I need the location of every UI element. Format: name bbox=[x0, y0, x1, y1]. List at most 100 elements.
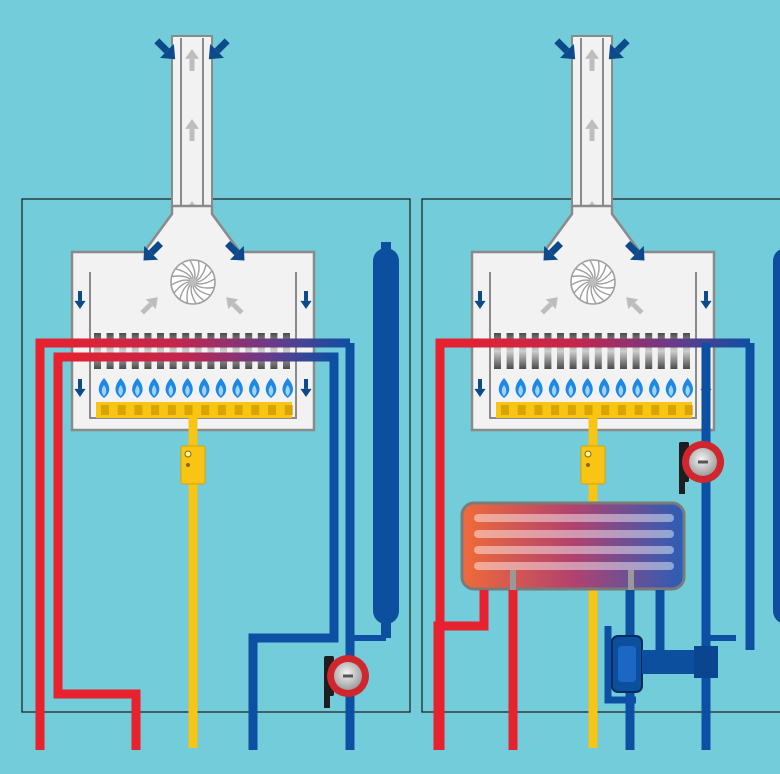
burner-nozzle bbox=[117, 405, 126, 415]
side-air-arrow-right-0 bbox=[300, 291, 312, 309]
gas-valve-icon bbox=[180, 445, 206, 485]
burner-flame-icon bbox=[96, 378, 293, 418]
flue-gas-up-arrow-1-head bbox=[185, 119, 199, 129]
side-air-arrow-right-0-head bbox=[700, 300, 712, 309]
burner-flame bbox=[232, 378, 243, 398]
heat-exchanger-fin bbox=[632, 333, 640, 369]
air-intake-arrow-right bbox=[608, 38, 630, 60]
burner-flame bbox=[682, 378, 693, 398]
heat-exchanger-fin bbox=[94, 333, 101, 369]
burner-flame-inner bbox=[185, 385, 190, 396]
burner-nozzle bbox=[251, 405, 260, 415]
flue-gas-arrow-left bbox=[140, 297, 158, 315]
flue-gas-up-arrow-0-head bbox=[585, 49, 599, 59]
circulation-pump-icon-base bbox=[324, 694, 330, 708]
flue-gas-up-arrow-1-shaft bbox=[189, 128, 195, 141]
plate-heat-exchanger-body bbox=[460, 501, 686, 591]
burner-flame-inner bbox=[585, 385, 590, 396]
side-air-arrow-left-0-head bbox=[74, 300, 86, 309]
diverter-bypass-pipe bbox=[604, 626, 636, 704]
heat-exchanger-fin bbox=[220, 333, 227, 369]
burner-flame-inner bbox=[685, 385, 690, 396]
flue-gas-up-arrow-0 bbox=[185, 49, 199, 71]
side-air-arrow-left-0-shaft bbox=[78, 291, 82, 301]
burner-flame bbox=[498, 378, 510, 398]
burner-flame-inner bbox=[285, 385, 290, 396]
expansion-vessel-neck bbox=[381, 622, 391, 638]
side-air-arrow-left-0-shaft bbox=[478, 291, 482, 301]
burner-flame bbox=[598, 378, 610, 398]
side-air-arrow-left-0-head bbox=[474, 300, 486, 309]
burner-flame-inner bbox=[501, 385, 507, 396]
air-flow-arrow-left bbox=[143, 241, 163, 261]
flue-gas-up-arrow-1 bbox=[585, 119, 599, 141]
hot-water-pipe bbox=[53, 357, 141, 750]
burner-flame bbox=[565, 378, 577, 398]
side-air-arrow-right-1 bbox=[300, 379, 312, 397]
flue-gas-arrow-left bbox=[540, 297, 558, 315]
plate-heat-exchanger-bracket-right bbox=[628, 570, 634, 590]
burner-flame bbox=[98, 378, 110, 398]
heat-exchanger-fins bbox=[494, 333, 690, 369]
burner-nozzle bbox=[134, 405, 143, 415]
expansion-vessel-cap bbox=[381, 242, 391, 250]
circulation-pump-icon-front-base bbox=[679, 480, 685, 494]
heat-exchanger-fin bbox=[257, 333, 265, 369]
burner-flame-inner bbox=[568, 385, 574, 396]
side-air-arrow-left-1 bbox=[74, 379, 86, 397]
burner-flame-inner bbox=[118, 385, 123, 396]
heat-exchanger-fin bbox=[519, 333, 527, 369]
heat-exchanger-fin bbox=[569, 333, 577, 369]
flue-gas-arrow-right-shaft bbox=[231, 302, 244, 315]
heat-exchanger-fin bbox=[232, 333, 240, 369]
circulation-pump-icon bbox=[324, 655, 369, 708]
burner-flame bbox=[532, 378, 543, 398]
expansion-vessel-icon bbox=[773, 249, 780, 623]
heat-exchanger-fin bbox=[594, 333, 602, 369]
burner-nozzle bbox=[151, 405, 160, 415]
boiler-casing bbox=[421, 198, 780, 713]
heat-exchanger-fin bbox=[607, 333, 615, 369]
fan-icon bbox=[170, 259, 216, 305]
diverter-valve-port bbox=[642, 650, 698, 674]
burner-nozzle bbox=[551, 405, 560, 415]
burner-flame-inner bbox=[535, 385, 540, 396]
flue-gas-up-arrow-0-shaft bbox=[589, 58, 595, 71]
burner-flame bbox=[165, 378, 177, 398]
air-intake-arrow-right-head bbox=[608, 43, 625, 60]
burner-flame-inner bbox=[551, 385, 557, 396]
burner-nozzle bbox=[217, 405, 226, 415]
heat-exchanger-fin bbox=[169, 333, 177, 369]
burner-nozzle bbox=[184, 405, 193, 415]
flue-gas-up-arrow-0 bbox=[585, 49, 599, 71]
plate-heat-exchanger-plate-0 bbox=[474, 514, 674, 522]
side-air-arrow-left-0 bbox=[74, 291, 86, 309]
air-flow-arrow-left bbox=[543, 241, 563, 261]
burner-flame bbox=[182, 378, 193, 398]
burner-flame-inner bbox=[235, 385, 240, 396]
circulation-pump-icon-slot bbox=[343, 674, 353, 678]
burner-flame bbox=[665, 378, 677, 398]
flue-gas-arrow-left-head bbox=[545, 297, 558, 310]
heat-exchanger-fin bbox=[582, 333, 590, 369]
gas-valve-point bbox=[186, 463, 190, 467]
plate-heat-exchanger-plate-3 bbox=[474, 562, 674, 570]
burner-nozzle bbox=[167, 405, 176, 415]
heat-exchanger-fin bbox=[119, 333, 127, 369]
burner-flame-inner bbox=[135, 385, 140, 396]
heat-exchanger-fin bbox=[657, 333, 665, 369]
burner-flame-inner bbox=[101, 385, 107, 396]
side-air-arrow-left-0 bbox=[474, 291, 486, 309]
heat-exchanger-fins bbox=[94, 333, 290, 369]
air-flow-arrow-left-shaft bbox=[548, 241, 563, 256]
burner-nozzle bbox=[617, 405, 626, 415]
gas-valve-knob bbox=[584, 450, 592, 458]
air-intake-arrow-left-shaft bbox=[554, 38, 570, 54]
burner-nozzle bbox=[234, 405, 243, 415]
diverter-valve-junction bbox=[694, 646, 718, 678]
flue-gas-arrow-right-head bbox=[626, 297, 639, 310]
air-flow-arrow-left-head bbox=[143, 245, 159, 261]
gas-valve-body bbox=[580, 445, 606, 485]
heat-exchanger-fin bbox=[670, 333, 678, 369]
burner-nozzle bbox=[268, 405, 276, 415]
